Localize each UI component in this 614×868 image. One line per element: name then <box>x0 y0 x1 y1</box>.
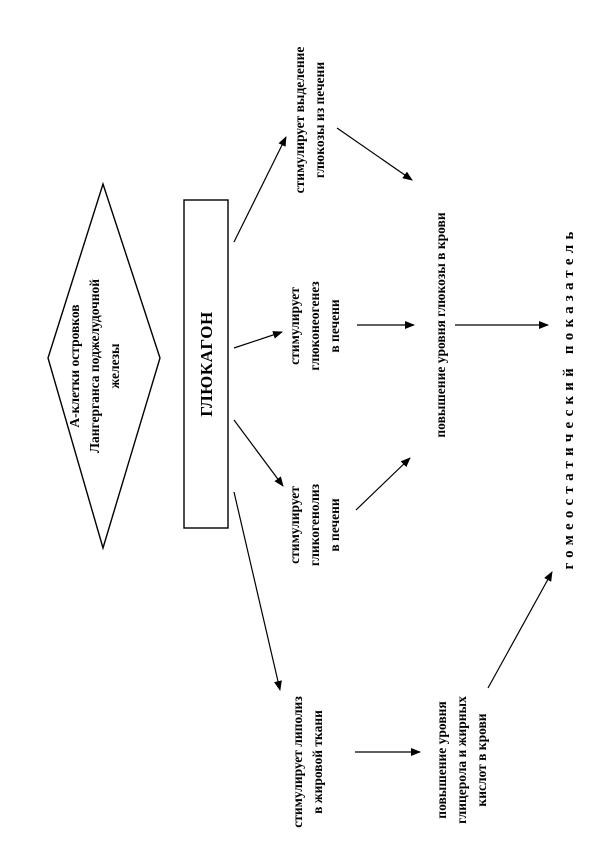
arrow-hormone-to-glycogenolysis <box>233 419 284 487</box>
effect-1-line-2: глюкозы из печени <box>312 62 327 178</box>
effect-4-line-1: стимулирует липолиз <box>290 696 305 828</box>
effect-3-line-3: в печени <box>327 498 342 551</box>
arrow-hormone-to-gluconeogenesis <box>233 331 283 349</box>
source-line-2: Лангерганса поджелудочной <box>87 279 102 453</box>
effect-gluconeogenesis: стимулирует глюконеогенез в печени <box>287 281 342 371</box>
result-lipids-line-2: глицерола и жирных <box>454 696 469 824</box>
outcome-label: гомеостатический показатель <box>561 227 577 570</box>
arrow-glucose-release-to-result <box>336 127 413 181</box>
effect-4-line-2: в жировой ткани <box>310 710 325 814</box>
result-lipids: повышение уровня глицерола и жирных кисл… <box>434 696 489 824</box>
source-label: А-клетки островков Лангерганса поджелудо… <box>67 279 122 453</box>
arrow-lipids-to-outcome <box>487 571 553 689</box>
source-line-1: А-клетки островков <box>67 304 82 427</box>
arrow-hormone-to-glucose-release <box>233 136 287 243</box>
effect-2-line-2: глюконеогенез <box>307 281 322 371</box>
hormone-box <box>183 199 229 529</box>
effect-3-line-1: стимулирует <box>287 486 302 564</box>
result-glucose-label: повышение уровня глюкозы в крови <box>433 212 448 437</box>
result-lipids-line-1: повышение уровня <box>434 701 449 818</box>
effect-2-line-3: в печени <box>327 299 342 352</box>
effect-glycogenolysis: стимулирует гликогенолиз в печени <box>287 483 342 566</box>
effect-2-line-1: стимулирует <box>287 287 302 365</box>
effect-lipolysis: стимулирует липолиз в жировой ткани <box>290 696 325 828</box>
effect-1-line-1: стимулирует выделение <box>292 47 307 194</box>
source-line-3: железы <box>107 343 122 389</box>
source-diamond <box>47 181 161 551</box>
effect-glucose-release: стимулирует выделение глюкозы из печени <box>292 47 327 194</box>
arrow-hormone-to-lipolysis <box>233 491 282 691</box>
arrow-glycogenolysis-to-result <box>355 457 411 511</box>
result-lipids-line-3: кислот в крови <box>474 713 489 806</box>
effect-3-line-2: гликогенолиз <box>307 483 322 566</box>
hormone-label: ГЛЮКАГОН <box>197 311 216 417</box>
